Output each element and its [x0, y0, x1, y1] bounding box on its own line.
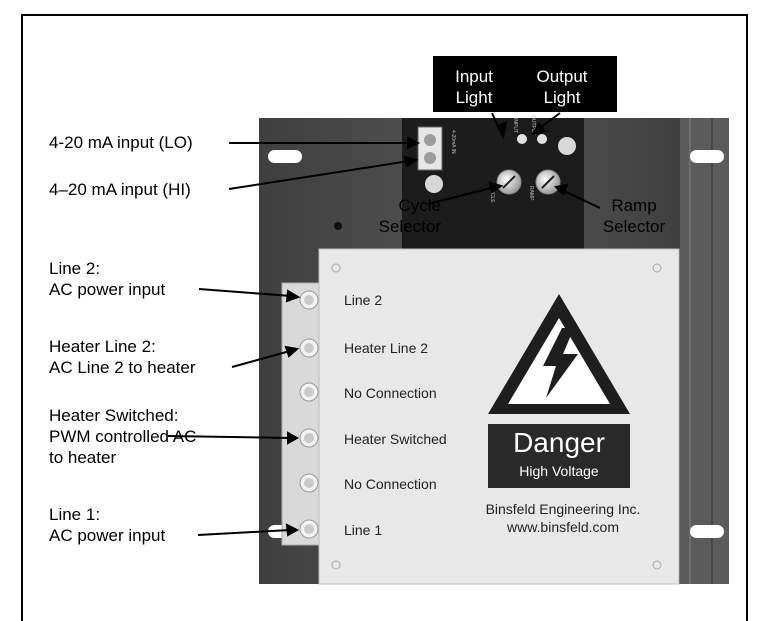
terminal-screw: [299, 338, 319, 358]
danger-title: Danger: [513, 427, 605, 458]
line1-callout: Line 1: AC power input: [49, 504, 165, 546]
ac-terminal-strip: [281, 282, 323, 546]
high-voltage-warning-icon: [488, 294, 630, 414]
output-light-line1: Output: [536, 67, 588, 86]
input-led-icon: [517, 134, 527, 144]
input-light-line1: Input: [455, 67, 493, 86]
cycle-selector-label: Cycle Selector: [363, 195, 441, 237]
terminal-screw: [299, 290, 319, 310]
cycle-knob-icon[interactable]: [496, 169, 522, 195]
input-light-line2: Light: [455, 88, 493, 107]
ramp-selector-line1: Ramp: [611, 196, 657, 215]
mount-slot: [268, 150, 302, 163]
terminal-label-no-connection: No Connection: [344, 476, 437, 492]
heater-switched-callout-desc2: to heater: [49, 448, 117, 467]
output-led-icon: [537, 134, 547, 144]
output-light-line2: Light: [543, 88, 581, 107]
heater-switched-callout-desc1: PWM controlled AC: [49, 427, 197, 446]
mount-slot: [690, 150, 724, 163]
output-light-label: Output Light: [522, 66, 602, 108]
line1-callout-desc: AC power input: [49, 526, 166, 545]
cycle-selector-line1: Cycle: [398, 196, 441, 215]
pcb-ramp-text: RAMP: [528, 186, 534, 201]
heater-line2-callout: Heater Line 2: AC Line 2 to heater: [49, 336, 195, 378]
hi-input-label: 4–20 mA input (HI): [49, 180, 191, 199]
company-url: www.binsfeld.com: [506, 519, 620, 535]
mount-slot: [690, 525, 724, 538]
terminal-screw: [299, 473, 319, 493]
terminal-label-no-connection: No Connection: [344, 385, 437, 401]
lo-input-label: 4-20 mA input (LO): [49, 133, 193, 152]
line2-callout: Line 2: AC power input: [49, 258, 165, 300]
pcb-cycle-text: CYCLE: [489, 186, 495, 203]
figure-frame: [21, 14, 748, 621]
danger-panel: Danger High Voltage: [488, 424, 630, 488]
pcb-connector-text: 4-20mA IN: [450, 130, 456, 154]
heater-switched-callout: Heater Switched: PWM controlled AC to he…: [49, 405, 196, 468]
terminal-label-line2: Line 2: [344, 292, 383, 308]
line2-callout-desc: AC power input: [49, 280, 166, 299]
terminal-screw: [299, 382, 319, 402]
line2-callout-title: Line 2:: [49, 259, 101, 278]
cycle-selector-line2: Selector: [378, 217, 441, 236]
ramp-knob-icon[interactable]: [535, 169, 561, 195]
callout-arrows: [167, 112, 601, 537]
ramp-selector-label: Ramp Selector: [595, 195, 673, 237]
heater-switched-callout-title: Heater Switched:: [49, 406, 179, 425]
danger-subtitle: High Voltage: [519, 463, 599, 479]
input-light-label: Input Light: [438, 66, 510, 108]
heater-line2-callout-desc: AC Line 2 to heater: [49, 358, 196, 377]
pcb-output-text: OUTPUT: [530, 115, 536, 136]
terminal-screw: [299, 519, 319, 539]
line1-callout-title: Line 1:: [49, 505, 101, 524]
ramp-selector-line2: Selector: [602, 217, 666, 236]
light-callout-box: [433, 56, 617, 112]
terminal-label-line1: Line 1: [344, 522, 383, 538]
terminal-screw: [299, 428, 319, 448]
pcb-input-text: INPUT: [512, 118, 518, 133]
faceplate: [318, 248, 680, 585]
terminal-label-heater-switched: Heater Switched: [344, 431, 447, 447]
terminal-label-heater-line2: Heater Line 2: [344, 340, 429, 356]
heater-line2-callout-title: Heater Line 2:: [49, 337, 156, 356]
company-name: Binsfeld Engineering Inc.: [485, 501, 641, 517]
